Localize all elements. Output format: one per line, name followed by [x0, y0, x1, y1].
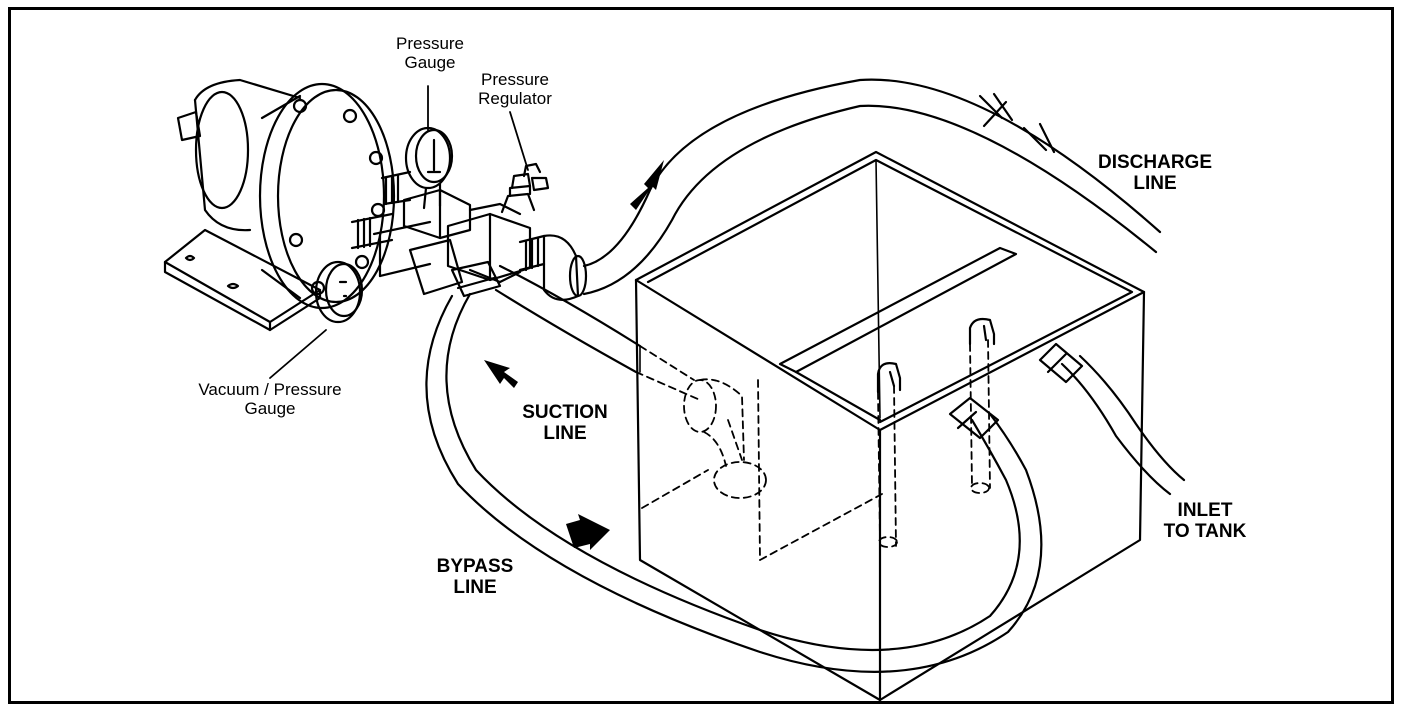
- label-discharge-line: DISCHARGE LINE: [1097, 152, 1212, 195]
- inlet-to-tank-hose: [1038, 342, 1186, 496]
- label-suction-line: SUCTION LINE: [522, 402, 608, 445]
- leader-lines: [269, 85, 529, 379]
- pressure-gauge-drawing: [404, 126, 454, 210]
- discharge-line-hose: [582, 78, 1162, 296]
- pressure-regulator-drawing: [500, 162, 550, 214]
- discharge-arrow-icon: [630, 160, 664, 210]
- label-inlet-to-tank: INLET TO TANK: [1163, 500, 1247, 543]
- diagram-frame: [8, 7, 1394, 704]
- tank: [634, 150, 1146, 702]
- flow-arrows: [484, 160, 664, 550]
- pipe-fittings: [350, 170, 588, 301]
- label-pressure-regulator: Pressure Regulator: [478, 70, 552, 109]
- suction-arrow-icon: [484, 360, 518, 388]
- vacuum-pressure-gauge-drawing: [314, 260, 364, 324]
- label-pressure-gauge: Pressure Gauge: [395, 34, 465, 73]
- label-bypass-line: BYPASS LINE: [436, 556, 514, 599]
- tank-u-tubes: [876, 317, 996, 394]
- tank-hidden-lines: [641, 339, 991, 561]
- suction-line-hose: [494, 264, 701, 401]
- label-vacuum-pressure-gauge: Vacuum / Pressure Gauge: [198, 380, 342, 419]
- bypass-line-hose: [425, 292, 1043, 673]
- bypass-arrow-icon: [566, 514, 610, 550]
- pump-motor: [163, 78, 396, 332]
